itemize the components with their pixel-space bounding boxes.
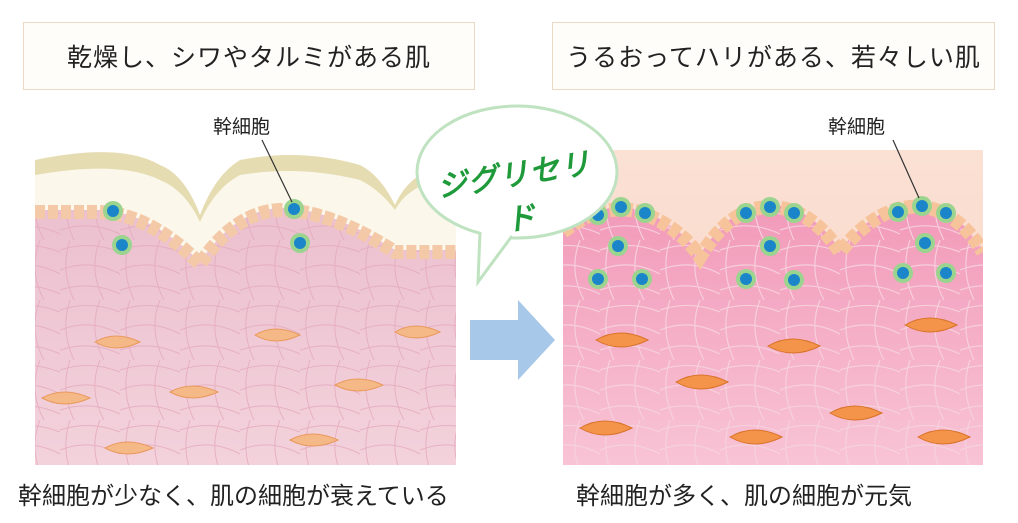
left-stem-cells: [103, 199, 310, 255]
left-skin-cross-section: [35, 152, 456, 465]
left-stem-cell-label: 幹細胞: [213, 116, 271, 138]
right-stem-cells: [588, 196, 956, 290]
left-fibroblasts: [40, 325, 442, 455]
left-stem-cell-pointer: [261, 139, 293, 203]
left-panel-title: 乾燥し、シワやタルミがある肌: [23, 22, 475, 90]
right-stem-cell-pointer: [892, 139, 920, 199]
callout-bubble: [415, 104, 619, 287]
right-panel-title: うるおってハリがある、若々しい肌: [552, 22, 995, 90]
left-panel-caption: 幹細胞が少なく、肌の細胞が衰えている: [18, 482, 449, 510]
right-stem-cell-label: 幹細胞: [828, 116, 886, 138]
right-fibroblasts: [579, 317, 972, 445]
arrow-right-icon: [470, 300, 555, 380]
right-panel-caption: 幹細胞が多く、肌の細胞が元気: [576, 482, 912, 510]
